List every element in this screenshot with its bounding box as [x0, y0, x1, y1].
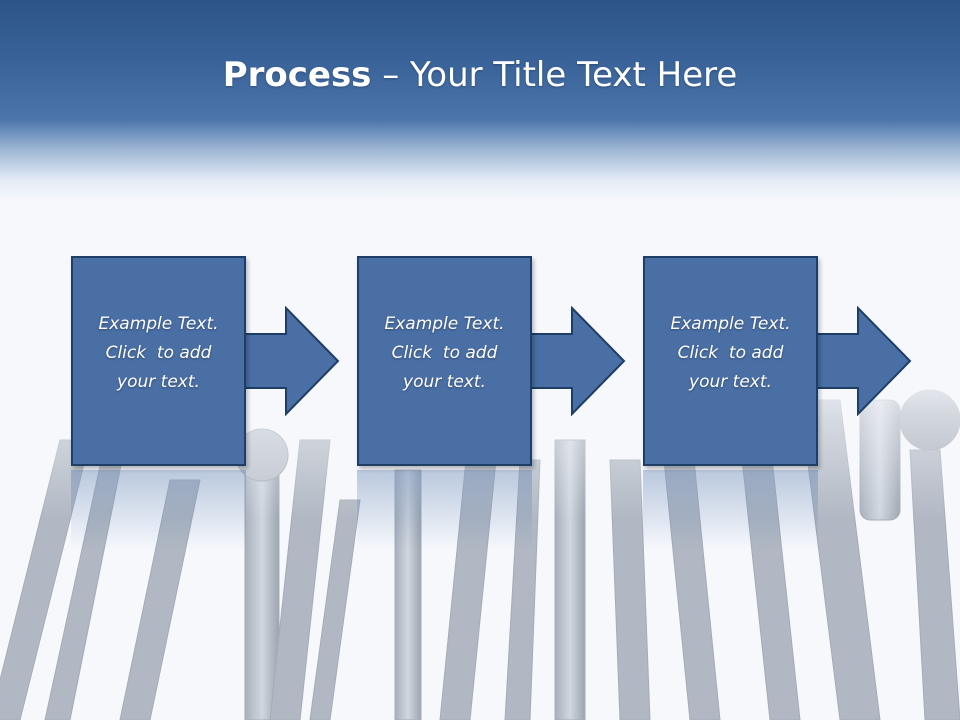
step-text-line: Click to add — [391, 343, 498, 363]
step-text-line: Click to add — [677, 343, 784, 363]
title-bold-word: Process — [222, 55, 372, 95]
slide-title[interactable]: Process – Your Title Text Here — [0, 52, 960, 98]
step-2-reflection — [357, 470, 532, 550]
step-text[interactable]: Example Text. Click to add your text. — [359, 310, 530, 397]
title-text: – Your Title Text Here — [371, 55, 738, 95]
step-text-line: Example Text. — [670, 314, 791, 334]
step-box — [643, 256, 818, 466]
arrow-right-icon — [530, 306, 626, 416]
arrow-right-icon — [816, 306, 912, 416]
process-step-1[interactable]: Example Text. Click to add your text. — [71, 256, 246, 466]
title-banner — [0, 0, 960, 200]
step-text-line: your text. — [403, 372, 486, 392]
step-1-reflection — [71, 470, 246, 550]
step-text-line: your text. — [117, 372, 200, 392]
step-3-reflection — [643, 470, 818, 550]
step-text[interactable]: Example Text. Click to add your text. — [645, 310, 816, 397]
step-text-line: Example Text. — [98, 314, 219, 334]
arrow-right-icon — [244, 306, 340, 416]
process-step-2[interactable]: Example Text. Click to add your text. — [357, 256, 532, 466]
step-text-line: Click to add — [105, 343, 212, 363]
step-text-line: your text. — [689, 372, 772, 392]
step-text[interactable]: Example Text. Click to add your text. — [73, 310, 244, 397]
process-step-3[interactable]: Example Text. Click to add your text. — [643, 256, 818, 466]
step-box — [71, 256, 246, 466]
step-box — [357, 256, 532, 466]
step-text-line: Example Text. — [384, 314, 505, 334]
